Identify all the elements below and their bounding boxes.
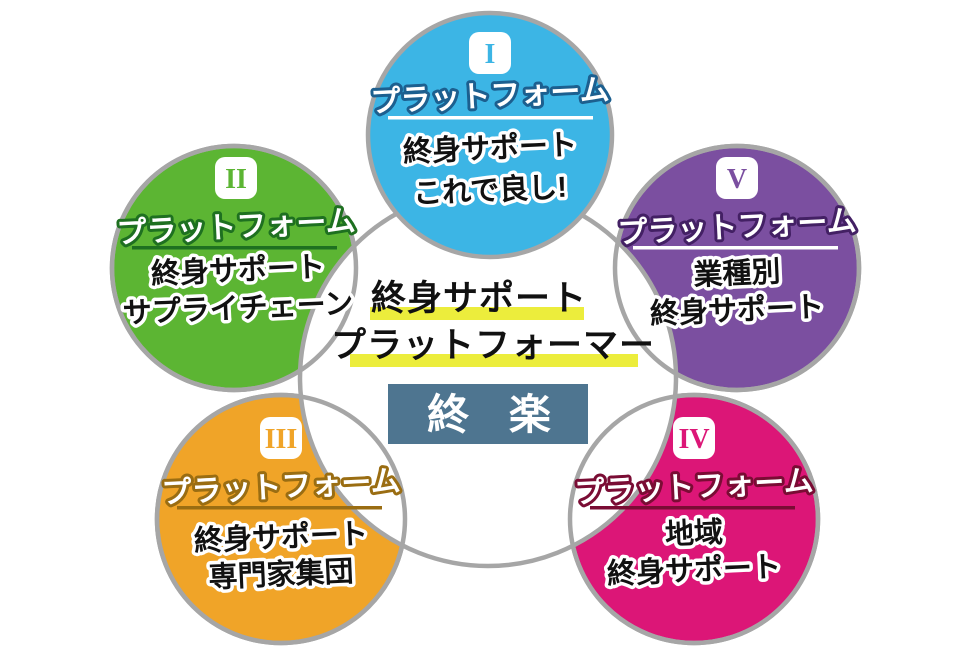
platform-underline-5 [633,246,838,250]
numeral-badge-2 [215,157,257,199]
numeral-badge-5 [716,157,758,199]
numeral-badge-1 [469,32,511,74]
numeral-1: I [485,39,496,70]
platform-ring-5 [612,143,862,393]
numeral-3: III [265,424,298,455]
platform-underline-4 [590,506,795,510]
numeral-badge-3 [260,417,302,459]
platform-ring-4 [567,392,821,646]
platform-text-5-line1: 業種別 [693,255,781,292]
platform-underline-3 [177,506,382,510]
center-content: 終身サポート プラットフォーマー 終 楽 [331,278,655,444]
center-highlight-1 [370,307,584,320]
center-box [388,384,588,444]
numeral-badge-4 [673,417,715,459]
numeral-2: II [225,164,247,195]
center-title-line2: プラットフォーマー [331,326,655,365]
center-title-line1: 終身サポート [371,278,587,318]
platform-circle-1 [365,10,615,260]
platform-underline-2 [132,246,337,250]
numeral-5: V [727,164,747,195]
platform-ring-3 [154,392,408,646]
center-highlight-2 [350,354,638,367]
center-box-label: 終 楽 [427,391,565,438]
platform-underline-1 [388,116,593,120]
numeral-4: IV [678,424,709,455]
platform-text-4-line1: 地域 [664,516,723,551]
platform-ring-2 [109,143,359,393]
